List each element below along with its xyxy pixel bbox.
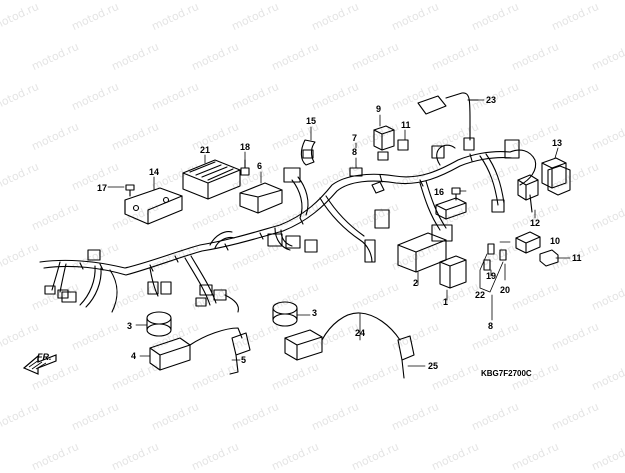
- front-label: FR.: [37, 352, 52, 362]
- callout-17: 17: [97, 183, 108, 193]
- callout-7: 7: [352, 133, 358, 143]
- part-5-plug-cap: [229, 332, 251, 375]
- right-branch: [419, 139, 537, 242]
- lower-branch: [147, 231, 239, 313]
- callout-13: 13: [552, 138, 563, 148]
- diagram-code: KBG7F2700C: [481, 369, 532, 378]
- part-18-bolt: [240, 159, 250, 176]
- part-1-fusebox: [435, 197, 467, 289]
- callout-8-bottom: 8: [488, 321, 494, 331]
- callout-6: 6: [257, 161, 263, 171]
- part-13-relays: [517, 157, 571, 213]
- leader-lines: [107, 99, 571, 367]
- part-17-bolt: [125, 184, 135, 197]
- callout-11-top: 11: [401, 120, 411, 130]
- callout-12: 12: [530, 218, 541, 228]
- part-7-8-connectors: [349, 167, 385, 194]
- part-2-box: [397, 232, 447, 273]
- callout-8-top: 8: [352, 147, 358, 157]
- callout-15: 15: [306, 116, 317, 126]
- callout-22: 22: [475, 290, 486, 300]
- callout-16: 16: [434, 187, 445, 197]
- left-branch: [44, 249, 118, 313]
- callout-11-right: 11: [572, 253, 582, 263]
- part-21-regulator: [182, 159, 241, 200]
- callout-1: 1: [443, 297, 449, 307]
- callout-21: 21: [200, 145, 211, 155]
- part-9-relay: [373, 125, 395, 161]
- callout-24: 24: [355, 328, 366, 338]
- part-23-lead: [417, 92, 479, 151]
- part-10-relay: [515, 231, 541, 254]
- coil-2: [284, 329, 323, 361]
- fuses: [483, 243, 507, 271]
- callout-5: 5: [241, 355, 247, 365]
- callout-4: 4: [131, 351, 137, 361]
- callout-2: 2: [413, 278, 419, 288]
- callout-10: 10: [550, 236, 561, 246]
- part-11-relay-a: [397, 139, 409, 151]
- callout-19: 19: [486, 271, 497, 281]
- main-harness: [39, 151, 513, 276]
- callout-20: 20: [500, 285, 511, 295]
- front-arrow-icon: [22, 354, 57, 375]
- callout-23: 23: [486, 95, 497, 105]
- part-15-connector: [300, 139, 316, 166]
- callout-3-right: 3: [312, 308, 318, 318]
- center-branch: [267, 167, 390, 263]
- callout-14: 14: [149, 167, 160, 177]
- part-25-plug-cap: [397, 335, 415, 379]
- callout-9: 9: [376, 104, 382, 114]
- callout-25: 25: [428, 361, 439, 371]
- part-11-relay-b: [539, 249, 559, 267]
- part-3-cap-right: [272, 301, 298, 327]
- callout-18: 18: [240, 142, 251, 152]
- part-6-unit: [239, 182, 283, 214]
- part-14-bracket: [124, 187, 183, 225]
- part-16-bolt: [451, 187, 461, 201]
- callout-3-left: 3: [127, 321, 133, 331]
- part-3-cap-left: [146, 311, 172, 337]
- part-4-ignition-coil: [149, 327, 243, 371]
